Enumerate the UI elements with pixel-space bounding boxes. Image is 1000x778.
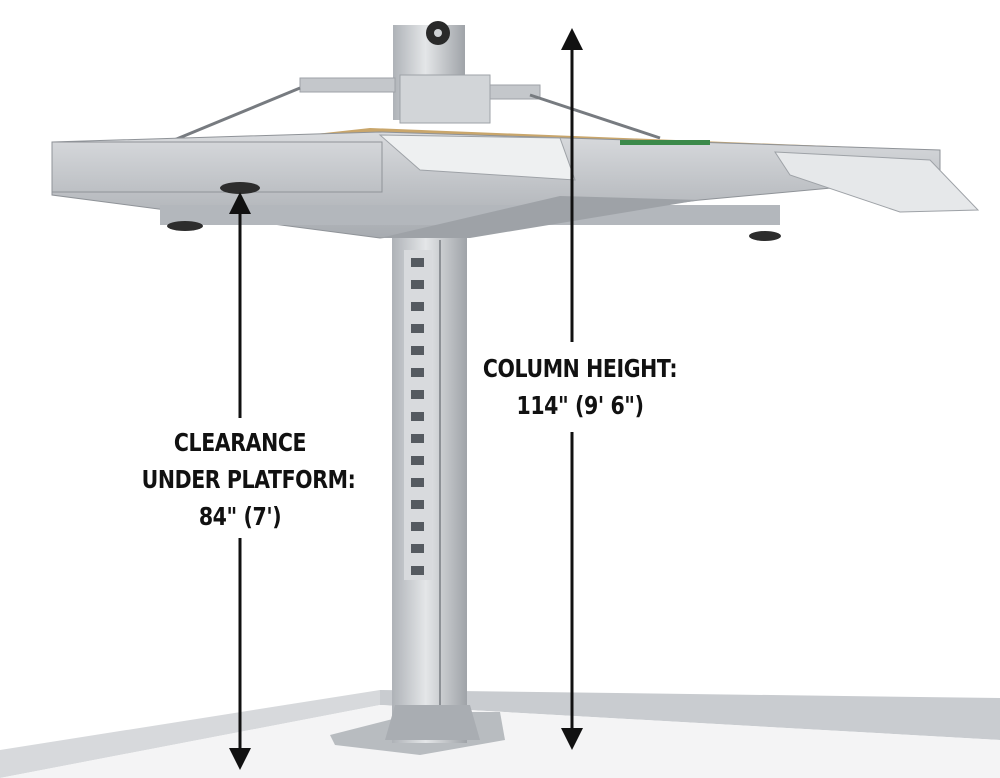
clearance-label-line-1: CLEARANCE <box>173 428 307 457</box>
column-height-arrow <box>561 28 583 750</box>
lift-column <box>330 238 505 755</box>
clearance-dimension-label: CLEARANCE UNDER PLATFORM: 84" (7') <box>141 424 356 535</box>
column-label-line-2: 114" (9' 6") <box>516 391 644 420</box>
column-label-line-1: COLUMN HEIGHT: <box>482 354 678 383</box>
lift-carriage <box>149 21 661 152</box>
floor-baseboard <box>0 690 1000 778</box>
clearance-label-line-3: 84" (7') <box>198 502 282 531</box>
clearance-label-line-2: UNDER PLATFORM: <box>141 465 356 494</box>
clearance-arrow <box>229 192 251 770</box>
column-height-dimension-label: COLUMN HEIGHT: 114" (9' 6") <box>482 350 679 424</box>
lift-platform <box>51 128 980 241</box>
